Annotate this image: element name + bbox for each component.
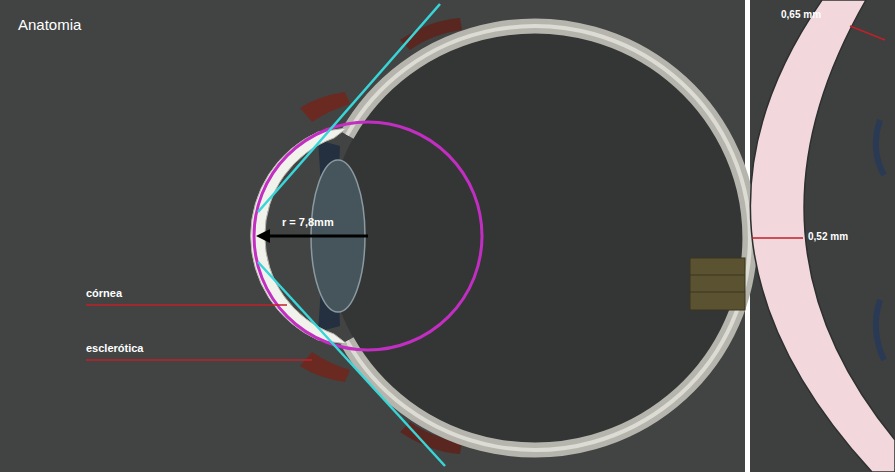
tangent-line <box>258 4 440 212</box>
arrowhead <box>256 229 270 243</box>
curvature-circle <box>254 122 482 350</box>
part-label: r = 7,8mm <box>282 216 334 229</box>
vitreous <box>327 33 743 443</box>
sclera <box>347 26 750 450</box>
iris-section <box>876 300 884 360</box>
leader-line <box>86 359 312 361</box>
background <box>0 0 745 472</box>
iris-section <box>876 120 884 175</box>
part-label: esclerótica <box>86 342 143 355</box>
dimension-line <box>752 237 803 239</box>
leader-line <box>86 304 287 306</box>
upper-eyelid <box>300 92 350 122</box>
inset-background <box>750 0 895 472</box>
part-label: córnea <box>86 287 122 300</box>
sclera-highlight <box>347 26 750 450</box>
optic-nerve <box>690 258 745 310</box>
radius-arrow <box>268 235 368 238</box>
part-label: 0,65 mm <box>781 9 821 21</box>
tangent-line <box>258 262 445 466</box>
part-label: 0,52 mm <box>808 231 848 243</box>
lower-eyelid <box>300 352 350 382</box>
cornea-section <box>750 0 895 472</box>
title: Anatomia <box>18 16 81 33</box>
optic-nerve-line <box>690 275 745 276</box>
optic-nerve-line <box>690 292 745 293</box>
dimension-line <box>850 26 885 40</box>
